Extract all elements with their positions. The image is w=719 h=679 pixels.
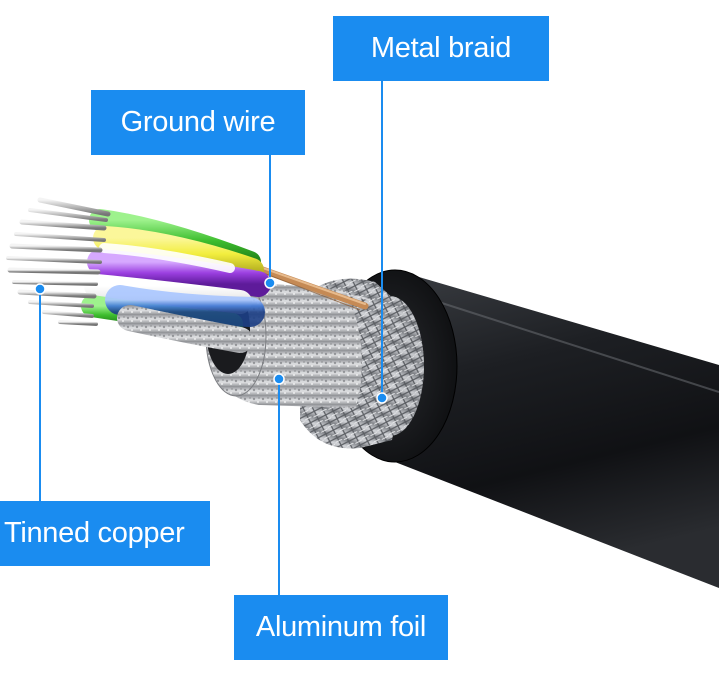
callout-aluminum-foil: Aluminum foil [234, 595, 448, 660]
callout-ground-wire: Ground wire [91, 90, 305, 155]
dot-metal-braid [376, 392, 388, 404]
dot-aluminum-foil [273, 373, 285, 385]
tinned-copper-strands [6, 197, 111, 326]
dot-ground-wire [264, 277, 276, 289]
leader-lines [39, 81, 383, 595]
callout-tinned-copper: Tinned copper [0, 501, 210, 566]
leader-dots [34, 277, 388, 404]
insulated-wires [81, 209, 271, 353]
callout-metal-braid: Metal braid [333, 16, 549, 81]
dot-tinned-copper [34, 283, 46, 295]
